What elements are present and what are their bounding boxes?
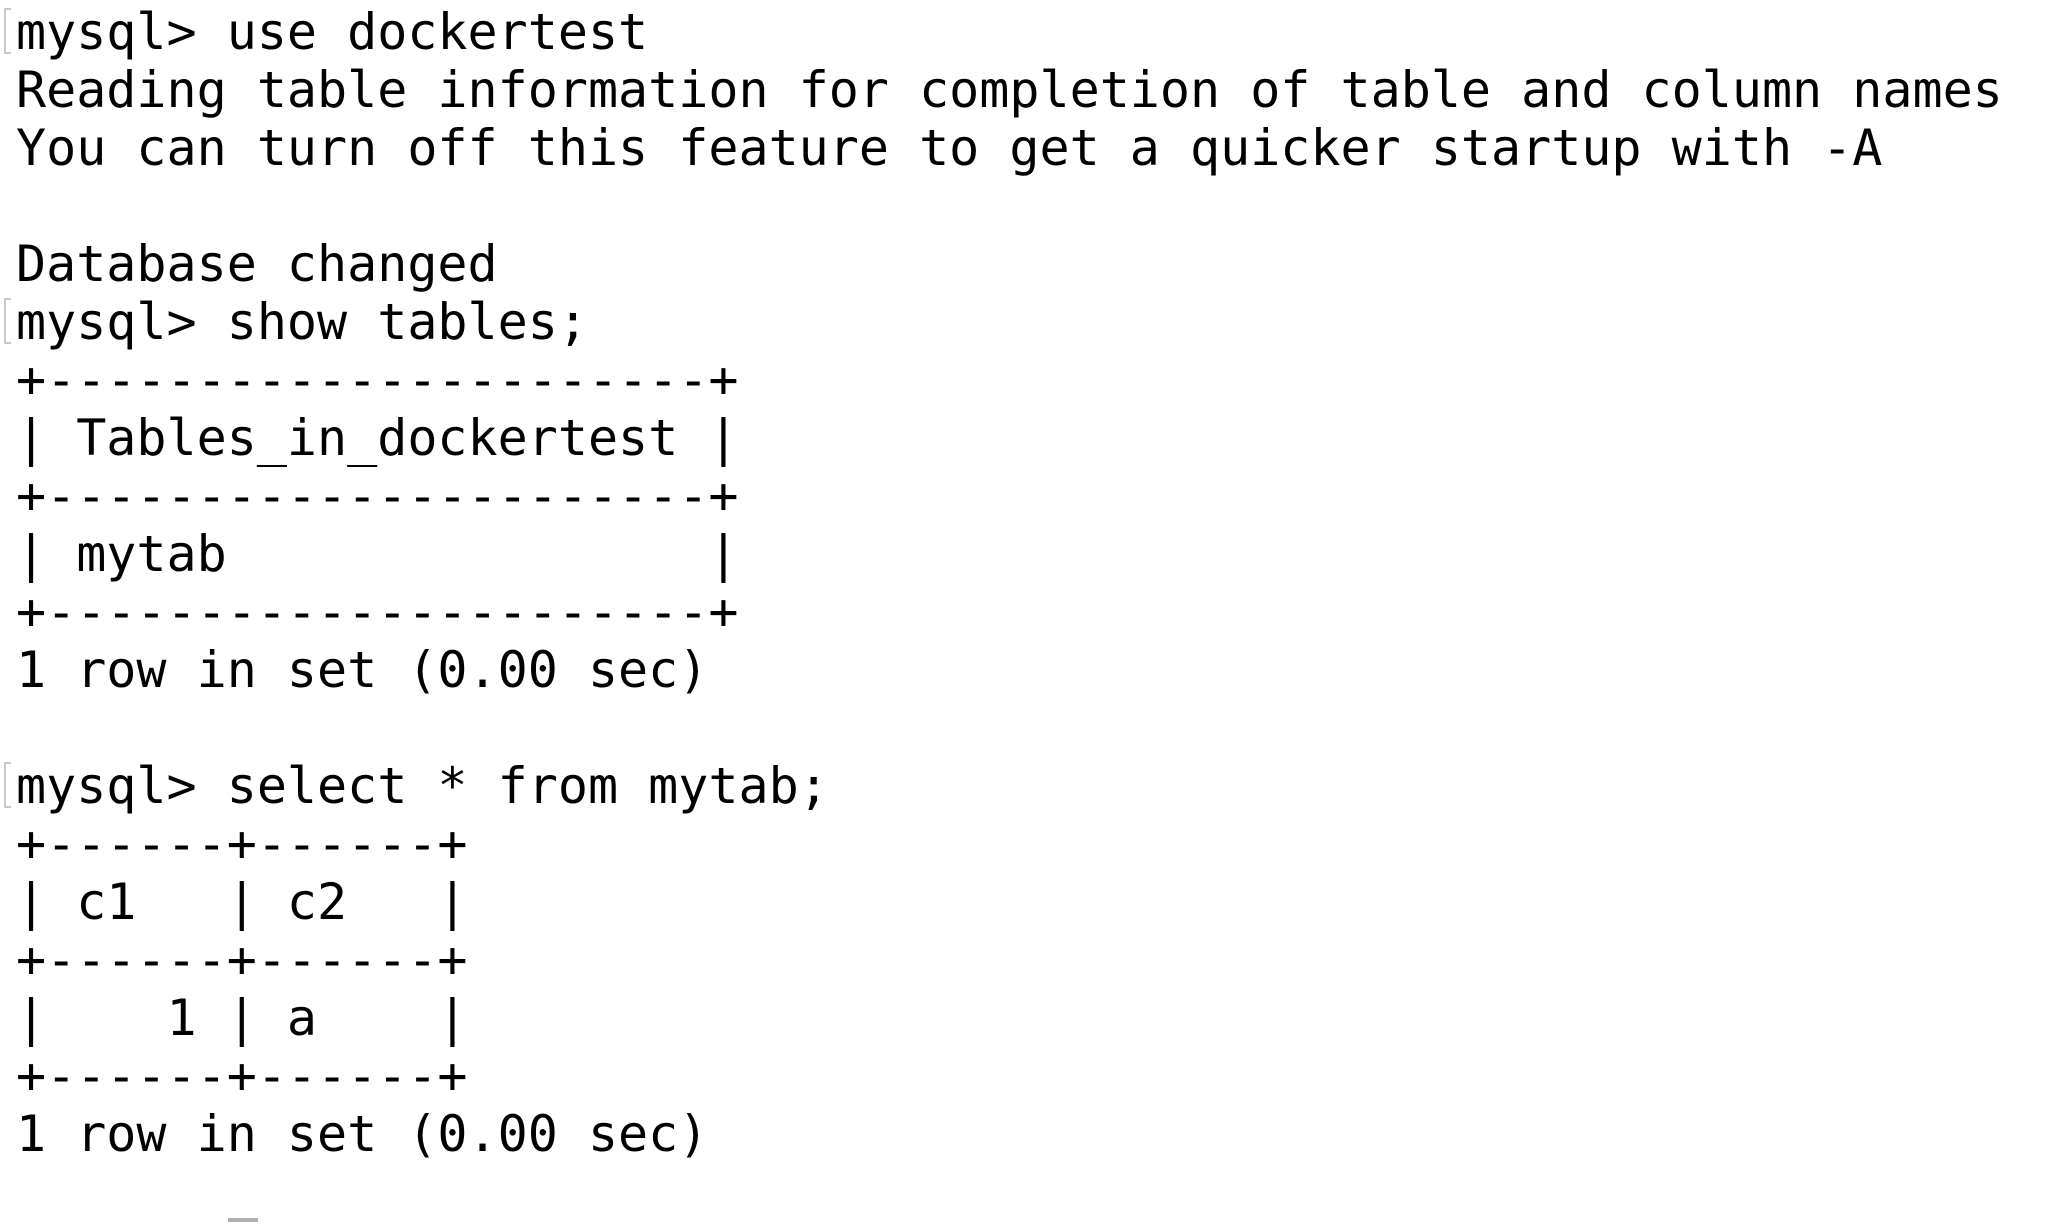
terminal-line-command: mysql> show tables; — [16, 293, 588, 351]
table-header-row: | c1 | c2 | — [16, 873, 468, 931]
terminal-line-output: Reading table information for completion… — [16, 61, 2003, 119]
prompt-marker — [4, 298, 11, 344]
table-row: | 1 | a | — [16, 989, 468, 1047]
table-border: +----------------------+ — [16, 351, 739, 409]
terminal-line-command: mysql> select * from mytab; — [16, 757, 829, 815]
table-border: +------+------+ — [16, 931, 468, 989]
table-border: +------+------+ — [16, 1047, 468, 1105]
text-cursor — [228, 1218, 258, 1222]
prompt-marker — [4, 8, 11, 54]
terminal-line-output: 1 row in set (0.00 sec) — [16, 641, 709, 699]
table-header-row: | Tables_in_dockertest | — [16, 409, 739, 467]
terminal-line-command: mysql> use dockertest — [16, 3, 649, 61]
table-border: +----------------------+ — [16, 467, 739, 525]
terminal-line-output: 1 row in set (0.00 sec) — [16, 1105, 709, 1163]
terminal-line-output: Database changed — [16, 235, 498, 293]
table-border: +----------------------+ — [16, 583, 739, 641]
table-border: +------+------+ — [16, 815, 468, 873]
terminal-line-output: You can turn off this feature to get a q… — [16, 119, 1883, 177]
prompt-marker — [4, 762, 11, 808]
table-row: | mytab | — [16, 525, 739, 583]
